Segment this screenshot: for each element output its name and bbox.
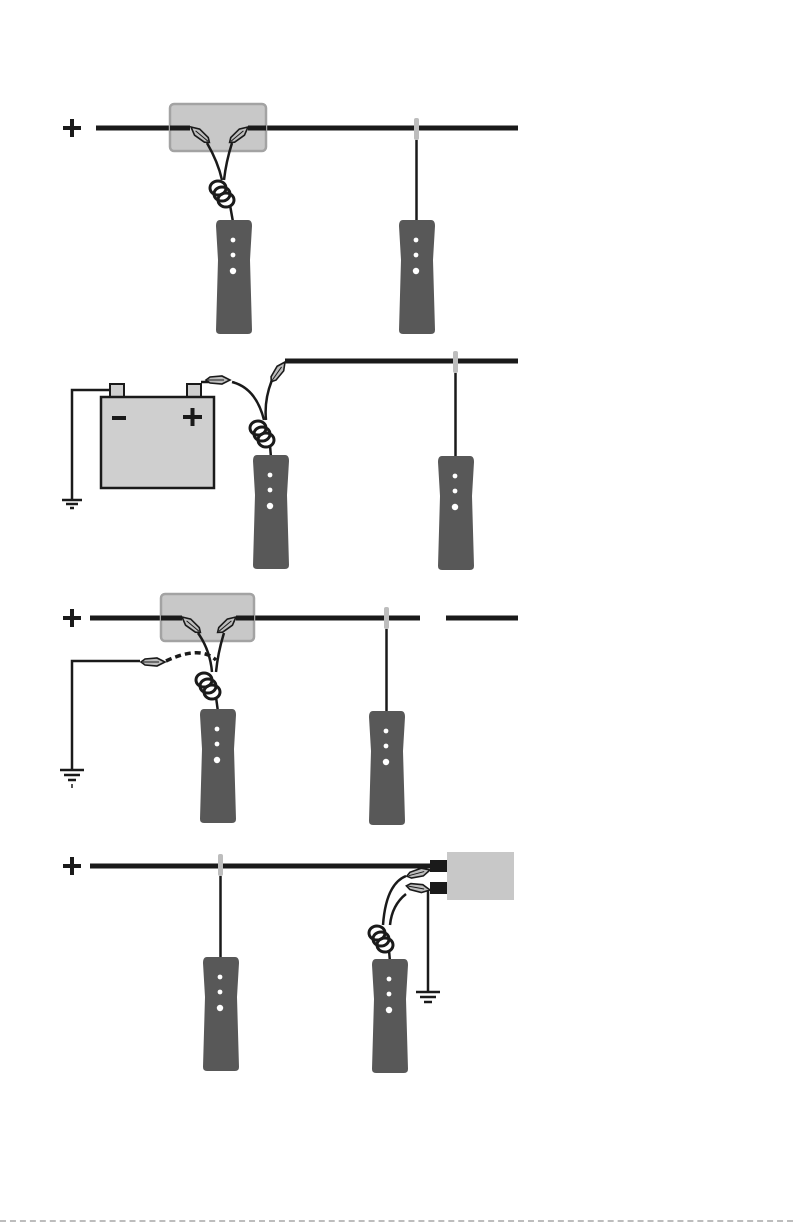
probe-unit: [399, 118, 435, 334]
ground-symbol: [62, 500, 82, 508]
receiver-unit: [200, 709, 236, 823]
battery-negative-symbol: [112, 416, 126, 420]
coiled-lead: [210, 181, 234, 207]
probe-unit: [369, 607, 405, 825]
page-edge-border: [0, 1220, 793, 1222]
connector-box: [447, 852, 514, 900]
receiver-unit: [253, 455, 289, 569]
ground-symbol: [60, 770, 84, 788]
receiver-unit: [372, 959, 408, 1073]
probe-unit: [203, 854, 239, 1071]
panel-2: [62, 351, 518, 570]
receiver-unit: [216, 220, 252, 334]
panel-1: [63, 104, 518, 334]
coiled-lead: [250, 421, 274, 447]
clip-battery: [206, 376, 230, 384]
positive-terminal-symbol: [63, 609, 81, 627]
battery: [101, 384, 214, 488]
coiled-lead: [369, 926, 393, 952]
clip-ground: [141, 658, 165, 666]
panel-4: [63, 852, 514, 1073]
panel-3: [60, 594, 518, 825]
coiled-lead: [196, 673, 220, 699]
positive-terminal-symbol: [63, 119, 81, 137]
ground-symbol: [416, 992, 440, 1002]
probe-unit: [438, 351, 474, 570]
positive-terminal-symbol: [63, 857, 81, 875]
